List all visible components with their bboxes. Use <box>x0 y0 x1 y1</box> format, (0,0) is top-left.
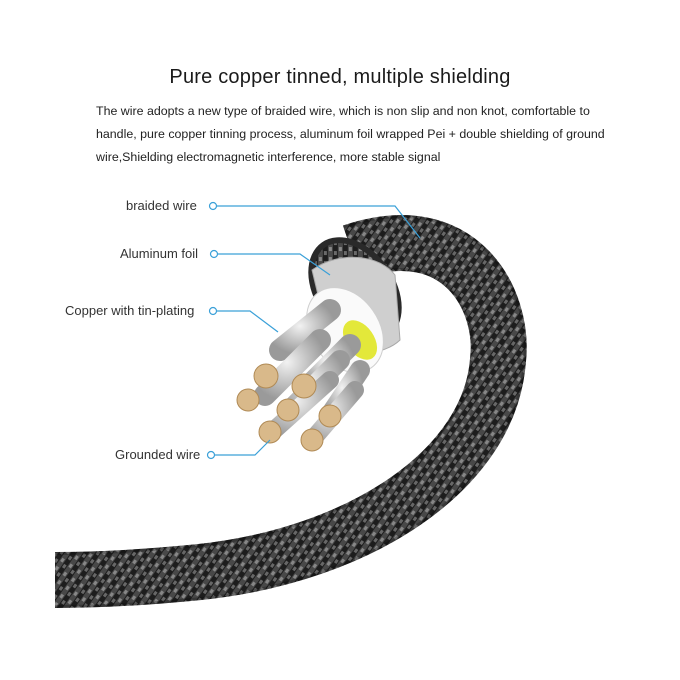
label-copper-tin-plating: Copper with tin-plating <box>65 303 195 318</box>
leader-lines <box>206 201 421 460</box>
label-braided-wire: braided wire <box>126 198 197 213</box>
copper-strand-ends <box>236 363 342 452</box>
page-title: Pure copper tinned, multiple shielding <box>169 66 511 88</box>
description-text: The wire adopts a new type of braided wi… <box>96 104 605 164</box>
label-aluminum-foil: Aluminum foil <box>120 246 199 261</box>
label-grounded-wire: Grounded wire <box>115 447 201 462</box>
